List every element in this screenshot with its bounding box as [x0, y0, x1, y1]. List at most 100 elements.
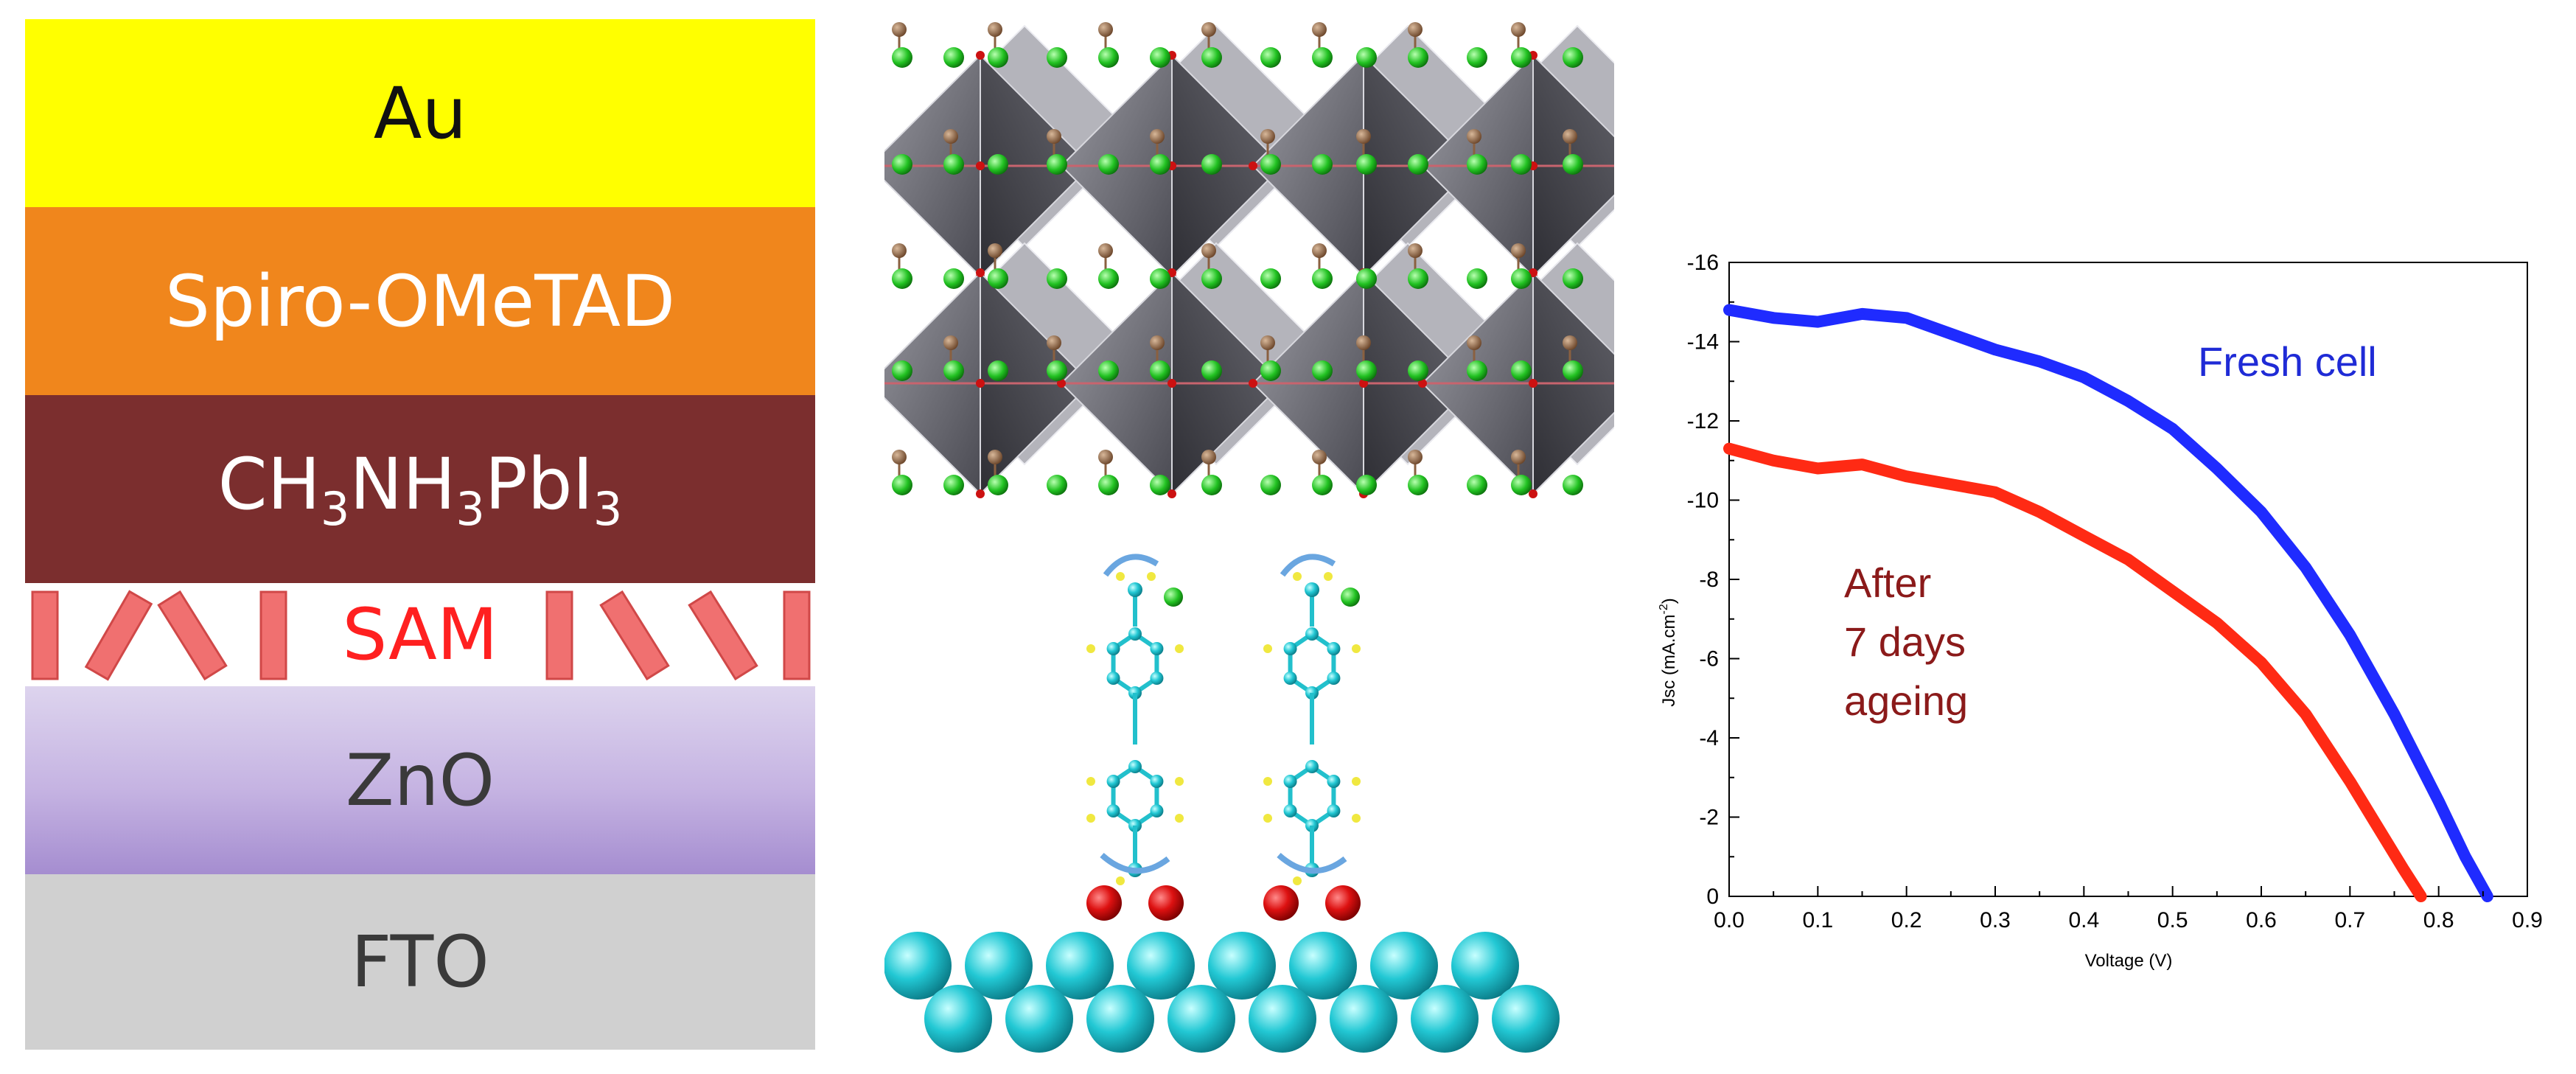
carbon-atom	[1467, 335, 1481, 350]
aged-cell-point	[2303, 711, 2308, 716]
carbon-atom	[1511, 22, 1526, 37]
layer-fto: FTO	[25, 874, 815, 1050]
carbon-atom	[892, 22, 907, 37]
hydrogen-atom	[1116, 876, 1125, 885]
iodide-atom	[976, 51, 985, 60]
aged-cell-point	[2259, 660, 2263, 665]
aged-cell-label-line3: ageing	[1844, 677, 1968, 724]
series-fresh-cell-line	[1723, 304, 2493, 902]
carbon-atom	[1312, 243, 1327, 258]
series-aged-cell-line	[1723, 442, 2427, 902]
aged-cell-point	[2418, 894, 2423, 899]
nitrogen-atom	[1260, 360, 1281, 381]
nitrogen-atom	[1150, 268, 1170, 289]
nitrogen-atom	[1312, 475, 1333, 495]
y-tick-label: -10	[1687, 489, 1719, 513]
nitrogen-atom	[1260, 475, 1281, 495]
y-tick-label: -4	[1699, 726, 1719, 750]
nitrogen-atom	[1201, 47, 1222, 68]
hydrogen-atom	[1263, 777, 1272, 786]
nitrogen-atom	[1467, 475, 1487, 495]
hydrogen-atom	[1086, 644, 1095, 653]
nitrogen-atom	[1312, 47, 1333, 68]
zinc-oxide-atom	[1370, 932, 1438, 1000]
hydrogen-atom	[1175, 644, 1184, 653]
carbon-atom	[1283, 672, 1297, 685]
rotation-arrow-icon	[1103, 554, 1159, 577]
fresh-cell-point	[2170, 426, 2175, 431]
carbon-atom	[1356, 129, 1371, 144]
carbon-atom	[1260, 129, 1275, 144]
fresh-cell-point	[2462, 854, 2468, 859]
nitrogen-atom	[1467, 154, 1487, 175]
perovskite-crystal-lattice	[884, 22, 1614, 498]
carbon-atom	[1356, 335, 1371, 350]
nitrogen-atom	[1312, 268, 1333, 289]
iodide-atom	[976, 489, 985, 498]
nitrogen-atom	[1201, 360, 1222, 381]
zinc-oxide-atom	[924, 985, 992, 1053]
aged-cell-point	[1815, 466, 1821, 471]
carbon-atom	[1305, 627, 1319, 641]
nitrogen-atom	[988, 268, 1008, 289]
nitrogen-atom	[1098, 360, 1119, 381]
nitrogen-atom	[1356, 47, 1377, 68]
iodide-atom	[1529, 379, 1537, 388]
nitrogen-atom	[1150, 475, 1170, 495]
x-tick-label: 0.4	[2068, 908, 2099, 932]
nitrogen-atom	[1356, 268, 1377, 289]
x-tick-label: 0.6	[2246, 908, 2277, 932]
zinc-oxide-atom	[884, 932, 952, 1000]
molecular-structure-illustration	[884, 22, 1614, 1053]
carbon-atom	[1305, 582, 1319, 597]
carbon-atom	[892, 450, 907, 464]
nitrogen-atom	[988, 360, 1008, 381]
nitrogen-atom	[943, 154, 964, 175]
x-axis-title: Voltage (V)	[2085, 951, 2173, 971]
carbon-atom	[1201, 22, 1216, 37]
nitrogen-atom	[1201, 268, 1222, 289]
sam-molecule-bars	[31, 590, 811, 681]
nitrogen-atom	[1467, 360, 1487, 381]
carbon-atom	[988, 450, 1002, 464]
carbon-atom	[1283, 775, 1297, 788]
nitrogen-atom	[943, 268, 964, 289]
carbon-atom	[1128, 760, 1142, 773]
nitrogen-atom	[892, 475, 912, 495]
carbon-atom	[1150, 804, 1164, 817]
aged-cell-point	[2037, 509, 2042, 515]
x-tick-label: 0.0	[1714, 908, 1745, 932]
nitrogen-atom	[988, 475, 1008, 495]
carbon-atom	[1150, 129, 1165, 144]
carbon-atom	[1150, 335, 1165, 350]
carbon-atom	[1327, 672, 1341, 685]
carbon-atom	[1106, 642, 1120, 655]
hydrogen-atom	[1086, 814, 1095, 823]
aged-cell-point	[2374, 823, 2379, 828]
layer-gold: Au	[25, 19, 815, 207]
fresh-cell-point	[2214, 466, 2219, 471]
nitrogen-atom	[892, 268, 912, 289]
iodide-atom	[1359, 379, 1368, 388]
hydrogen-atom	[1086, 777, 1095, 786]
carbon-atom	[1327, 804, 1341, 817]
nitrogen-atom	[988, 154, 1008, 175]
nitrogen-atom	[1563, 154, 1583, 175]
hydrogen-atom	[1352, 644, 1361, 653]
x-tick-label: 0.2	[1891, 908, 1922, 932]
chlorine-atom	[1341, 587, 1360, 607]
carbon-atom	[1408, 450, 1423, 464]
carbon-atom	[892, 243, 907, 258]
nitrogen-atom	[1511, 154, 1532, 175]
nitrogen-atom	[1260, 268, 1281, 289]
layer-sam: SAM	[25, 583, 815, 686]
fresh-cell-point	[2436, 799, 2441, 803]
hydrogen-atom	[1175, 814, 1184, 823]
x-tick-label: 0.1	[1802, 908, 1833, 932]
carbon-atom	[1327, 775, 1341, 788]
nitrogen-atom	[1356, 475, 1377, 495]
iodide-atom	[1167, 379, 1176, 388]
fresh-cell-point	[1948, 331, 1953, 336]
nitrogen-atom	[1563, 360, 1583, 381]
fresh-cell-point	[2303, 565, 2308, 570]
